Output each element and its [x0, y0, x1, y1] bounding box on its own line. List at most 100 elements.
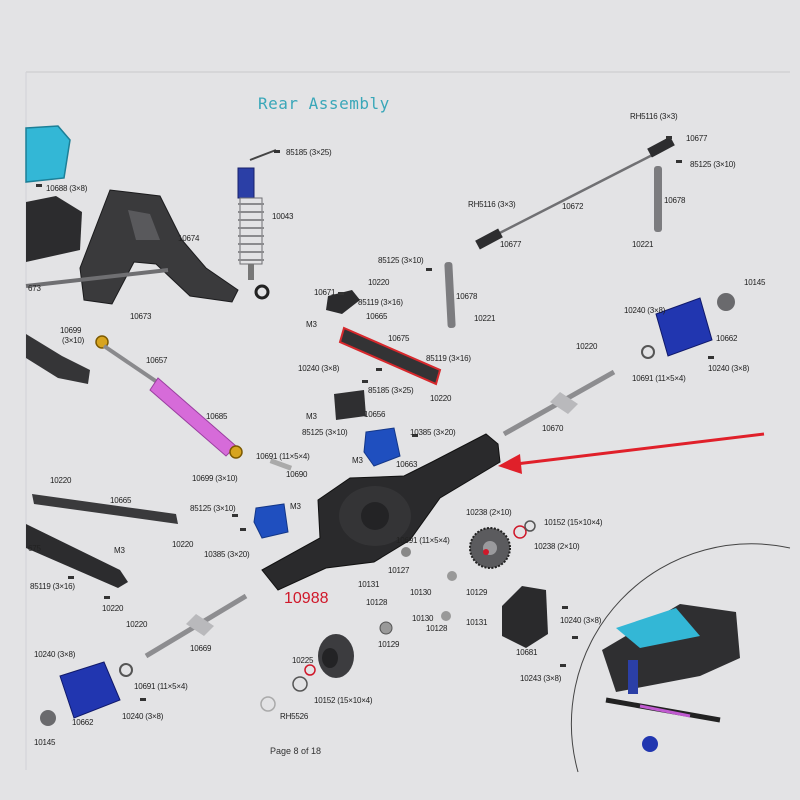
part-label: 10128 — [366, 598, 388, 607]
part-label: 10662 — [716, 334, 738, 343]
part-label: 10220 — [368, 278, 390, 287]
upper-link-rod-10672 — [475, 136, 675, 250]
part-label: 10220 — [172, 540, 194, 549]
part-label: 10657 — [146, 356, 168, 365]
part-label: 10691 (11×5×4) — [396, 536, 450, 545]
part-label: 10127 — [388, 566, 410, 575]
part-label: RH5526 — [280, 712, 309, 721]
part-label: (3×10) — [62, 336, 85, 345]
part-label: 10220 — [50, 476, 72, 485]
part-label: 10240 (3×8) — [624, 306, 666, 315]
part-label: 10221 — [474, 314, 496, 323]
locker-10225 — [260, 634, 354, 712]
highlighted-part-number: 10988 — [284, 590, 329, 607]
part-label: 10220 — [102, 604, 124, 613]
battery-tray — [26, 196, 82, 262]
part-label: 10129 — [378, 640, 400, 649]
part-label: 10669 — [190, 644, 212, 653]
part-label: 10128 — [426, 624, 448, 633]
part-label: 10220 — [576, 342, 598, 351]
part-label: 10152 (15×10×4) — [544, 518, 603, 527]
part-label: 10691 (11×5×4) — [256, 452, 310, 461]
part-label: 10240 (3×8) — [708, 364, 750, 373]
section-title: Rear Assembly — [258, 94, 390, 113]
axle-shaft-right-10670 — [502, 369, 616, 437]
part-label: M3 — [114, 546, 125, 555]
part-label: 10130 — [412, 614, 434, 623]
part-label: 10699 (3×10) — [192, 474, 238, 483]
part-label: 10220 — [126, 620, 148, 629]
part-label: 10221 — [632, 240, 654, 249]
lower-link-10675 — [338, 326, 442, 386]
part-label: 10145 — [744, 278, 766, 287]
part-label: 10691 (11×5×4) — [134, 682, 188, 691]
chassis-fragment-top-left — [25, 125, 71, 183]
part-label: 10690 — [286, 470, 308, 479]
part-label: 10220 — [430, 394, 452, 403]
rear-upper-mount-10674 — [79, 189, 239, 305]
part-label: 10678 — [664, 196, 686, 205]
page-footer: Page 8 of 18 — [270, 746, 322, 756]
part-label: 10240 (3×8) — [34, 650, 76, 659]
part-label: 10043 — [272, 212, 294, 221]
part-label: 10243 (3×8) — [520, 674, 562, 683]
part-label: 85125 (3×10) — [378, 256, 424, 265]
part-label: 673 — [28, 284, 41, 293]
part-label: 85119 (3×16) — [358, 298, 403, 307]
part-label: 10681 — [516, 648, 538, 657]
part-label: 10665 — [110, 496, 132, 505]
part-label: 10240 (3×8) — [298, 364, 340, 373]
part-label: 10673 — [130, 312, 152, 321]
part-label: 85119 (3×16) — [426, 354, 471, 363]
part-label: 10238 (2×10) — [466, 508, 512, 517]
part-label: 10131 — [466, 618, 488, 627]
part-label: 10671 — [314, 288, 336, 297]
part-label: 10685 — [206, 412, 228, 421]
part-label: 10240 (3×8) — [122, 712, 164, 721]
part-label: 10678 — [456, 292, 478, 301]
hub-right-10662 — [641, 293, 735, 359]
inset-truck-view — [571, 543, 791, 773]
part-label: 10677 — [500, 240, 522, 249]
part-label: 10675 — [388, 334, 410, 343]
part-label: RH5116 (3×3) — [630, 112, 678, 121]
part-label: 675 — [28, 544, 41, 553]
part-label: 10145 — [34, 738, 56, 747]
pink-link-10685 — [95, 335, 243, 459]
part-label: 10665 — [366, 312, 388, 321]
part-label: 85119 (3×16) — [30, 582, 75, 591]
hub-left-10662 — [40, 661, 133, 726]
part-label: RH5116 (3×3) — [468, 200, 516, 209]
part-label: 10385 (3×20) — [204, 550, 250, 559]
part-label: 10663 — [396, 460, 418, 469]
part-label: 85185 (3×25) — [368, 386, 414, 395]
part-label: 10672 — [562, 202, 584, 211]
part-label: 10674 — [178, 234, 200, 243]
part-label: M3 — [306, 320, 317, 329]
ring-gear — [469, 527, 511, 569]
axle-housing-10988 — [261, 433, 501, 591]
part-label: M3 — [290, 502, 301, 511]
part-label: M3 — [352, 456, 363, 465]
part-label: 10662 — [72, 718, 94, 727]
axle-shaft-left-10669 — [144, 593, 248, 659]
part-label: 10240 (3×8) — [560, 616, 602, 625]
part-label: 10677 — [686, 134, 708, 143]
part-label: 10699 — [60, 326, 82, 335]
part-label: 85185 (3×25) — [286, 148, 332, 157]
part-label: 10130 — [410, 588, 432, 597]
part-label: 10691 (11×5×4) — [632, 374, 686, 383]
screw-markers — [36, 136, 714, 701]
part-label: 10129 — [466, 588, 488, 597]
part-label: 85125 (3×10) — [690, 160, 736, 169]
callout-arrow — [498, 432, 765, 474]
part-label: 10152 (15×10×4) — [314, 696, 373, 705]
part-label: 10238 (2×10) — [534, 542, 580, 551]
part-label: 10131 — [358, 580, 380, 589]
part-label: 85125 (3×10) — [190, 504, 236, 513]
shock-absorber-10043 — [237, 149, 277, 300]
part-label: 10688 (3×8) — [46, 184, 88, 193]
part-label: 10670 — [542, 424, 564, 433]
